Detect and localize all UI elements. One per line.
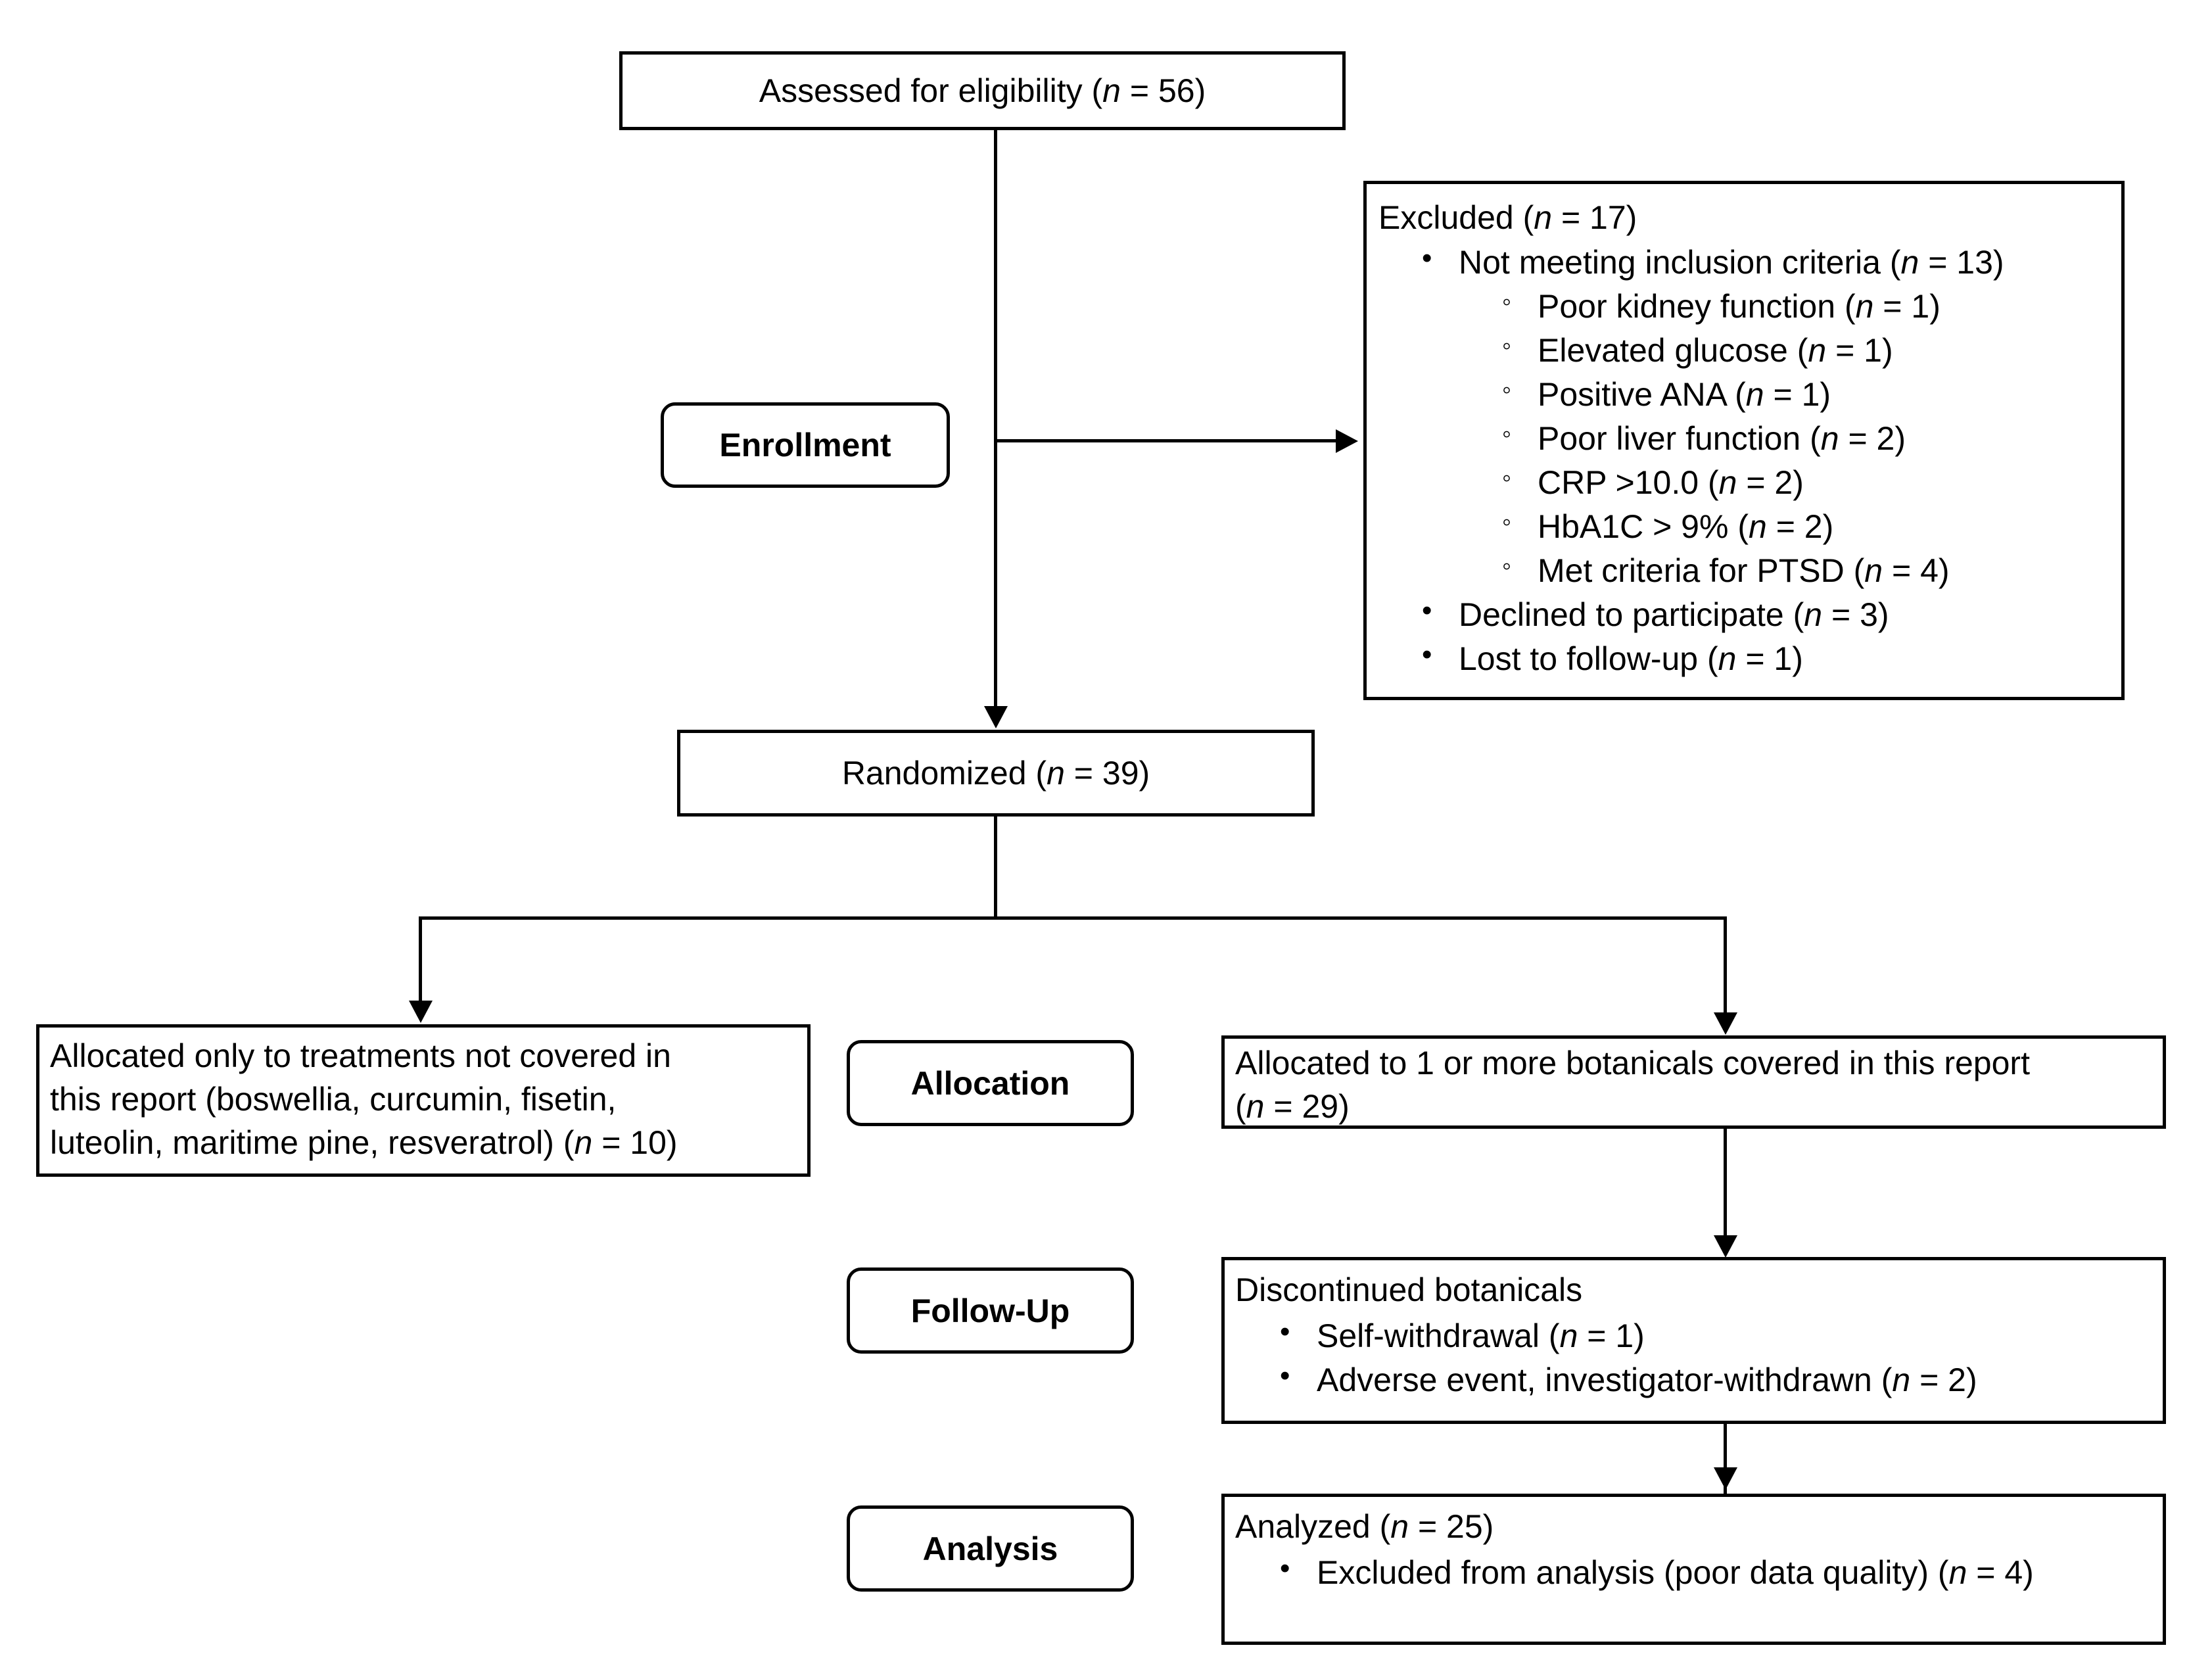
allocated-right-line1: Allocated to 1 or more botanicals covere… <box>1235 1045 2030 1081</box>
list-item: Not meeting inclusion criteria (n = 13) … <box>1422 239 2177 593</box>
italic-n-allocated-right: n <box>1246 1088 1265 1125</box>
node-discontinued-botanicals: Discontinued botanicals Self-withdrawal … <box>1221 1257 2166 1424</box>
italic-n: n <box>1748 508 1767 545</box>
italic-n: n <box>1559 1317 1578 1354</box>
arrowhead-to-discontinued <box>1714 1235 1737 1258</box>
list-item: HbA1C > 9% (n = 2) <box>1502 505 2177 549</box>
italic-n: n <box>1745 376 1764 413</box>
analyzed-list: Excluded from analysis (poor data qualit… <box>1225 1550 2212 1595</box>
italic-n: n <box>1855 288 1874 325</box>
allocated-right-line2: (n = 29) <box>1235 1088 1350 1125</box>
discontinued-header: Discontinued botanicals <box>1235 1271 1583 1308</box>
arrowhead-to-allocated-left <box>409 1001 433 1023</box>
list-item: Elevated glucose (n = 1) <box>1502 329 2177 373</box>
excluded-subreason-list: Poor kidney function (n = 1) Elevated gl… <box>1459 285 2177 593</box>
italic-n-randomized: n <box>1047 754 1065 792</box>
italic-n: n <box>1948 1554 1967 1591</box>
node-excluded: Excluded (n = 17) Not meeting inclusion … <box>1363 181 2125 700</box>
italic-n: n <box>1892 1362 1911 1398</box>
list-item: CRP >10.0 (n = 2) <box>1502 461 2177 505</box>
arrowhead-to-randomized <box>984 706 1008 728</box>
italic-n-assessed: n <box>1102 72 1121 109</box>
list-item: Positive ANA (n = 1) <box>1502 373 2177 417</box>
node-randomized: Randomized (n = 39) <box>677 730 1315 817</box>
italic-n: n <box>1718 640 1737 677</box>
stage-label-enrollment: Enrollment <box>661 402 950 488</box>
connector-split-right <box>1724 916 1727 1012</box>
node-assessed-for-eligibility: Assessed for eligibility (n = 56) <box>619 51 1346 130</box>
connector-allocated-to-discontinued <box>1724 1129 1727 1235</box>
italic-n: n <box>1804 596 1823 633</box>
assessed-label: Assessed for eligibility (n = 56) <box>759 72 1206 109</box>
connector-discontinued-to-analyzed <box>1724 1424 1727 1507</box>
arrowhead-to-allocated-right <box>1714 1012 1737 1035</box>
italic-n-excluded: n <box>1534 199 1553 236</box>
randomized-label: Randomized (n = 39) <box>841 754 1150 792</box>
list-item: Adverse event, investigator-withdrawn (n… <box>1280 1357 2212 1402</box>
italic-n: n <box>1718 464 1737 501</box>
followup-label: Follow-Up <box>910 1292 1070 1329</box>
discontinued-list: Self-withdrawal (n = 1) Adverse event, i… <box>1225 1313 2212 1402</box>
list-item: Excluded from analysis (poor data qualit… <box>1280 1550 2212 1595</box>
excluded-reason-list: Not meeting inclusion criteria (n = 13) … <box>1367 239 2177 681</box>
italic-n-allocated-left: n <box>574 1124 593 1161</box>
stage-label-allocation: Allocation <box>847 1040 1134 1126</box>
node-allocated-botanicals: Allocated to 1 or more botanicals covere… <box>1221 1035 2166 1129</box>
node-analyzed: Analyzed (n = 25) Excluded from analysis… <box>1221 1494 2166 1645</box>
enrollment-label: Enrollment <box>719 427 891 463</box>
analysis-label: Analysis <box>922 1530 1058 1567</box>
italic-n: n <box>1808 332 1827 369</box>
list-item: Declined to participate (n = 3) <box>1422 592 2177 637</box>
connector-split-bar <box>419 916 1727 920</box>
arrowhead-to-excluded <box>1336 429 1358 453</box>
italic-n: n <box>1820 420 1839 457</box>
list-item: Poor kidney function (n = 1) <box>1502 285 2177 329</box>
excluded-header: Excluded (n = 17) <box>1378 199 1637 236</box>
connector-randomized-stem <box>994 817 997 919</box>
list-item: Met criteria for PTSD (n = 4) <box>1502 549 2177 593</box>
stage-label-analysis: Analysis <box>847 1505 1134 1592</box>
italic-n: n <box>1900 244 1919 281</box>
italic-n-analyzed: n <box>1390 1508 1409 1545</box>
list-item: Self-withdrawal (n = 1) <box>1280 1313 2212 1358</box>
connector-assessed-to-randomized <box>994 130 997 706</box>
node-allocated-not-covered: Allocated only to treatments not covered… <box>36 1024 811 1177</box>
allocated-left-line3: luteolin, maritime pine, resveratrol) (n… <box>50 1124 678 1161</box>
allocated-left-line2: this report (boswellia, curcumin, fiseti… <box>50 1081 617 1118</box>
allocated-left-text: Allocated only to treatments not covered… <box>50 1034 799 1164</box>
arrowhead-to-analyzed <box>1714 1467 1737 1490</box>
allocated-right-text: Allocated to 1 or more botanicals covere… <box>1235 1041 2155 1128</box>
list-item: Poor liver function (n = 2) <box>1502 417 2177 461</box>
analyzed-header: Analyzed (n = 25) <box>1235 1508 1494 1545</box>
connector-to-excluded <box>994 439 1336 442</box>
list-item: Lost to follow-up (n = 1) <box>1422 636 2177 681</box>
italic-n: n <box>1864 552 1883 589</box>
allocated-left-line1: Allocated only to treatments not covered… <box>50 1037 671 1074</box>
stage-label-followup: Follow-Up <box>847 1267 1134 1354</box>
connector-split-left <box>419 916 422 1001</box>
allocation-label: Allocation <box>910 1064 1070 1102</box>
